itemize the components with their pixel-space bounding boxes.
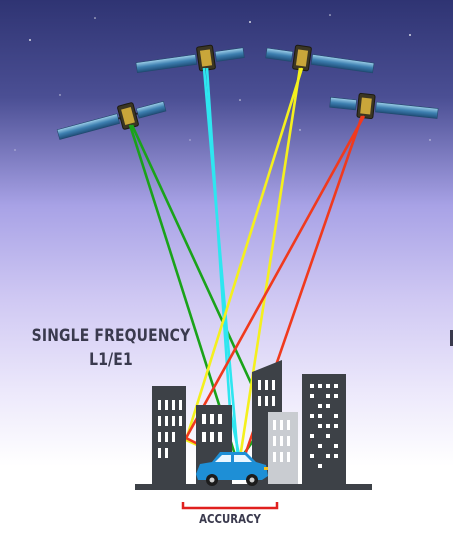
satellite-2 — [135, 44, 245, 74]
solar-panel — [310, 54, 375, 74]
satellite-4 — [329, 92, 439, 120]
city-skyline — [135, 360, 372, 490]
green-signal — [128, 124, 238, 459]
building — [302, 374, 346, 486]
accuracy-bracket — [181, 502, 279, 510]
solar-panel — [329, 96, 357, 111]
accuracy-label: ACCURACY — [199, 512, 261, 526]
ground — [135, 484, 372, 490]
stars — [14, 14, 431, 151]
cropped-text-edge — [450, 330, 453, 346]
solar-panel — [135, 54, 198, 74]
solar-panel — [375, 101, 439, 119]
frequency-band: L1/E1 — [89, 350, 133, 370]
car — [196, 452, 268, 486]
yellow-signal — [238, 67, 302, 459]
frequency-title: SINGLE FREQUENCY — [31, 326, 191, 346]
satellite-3 — [265, 44, 375, 74]
solar-panel — [265, 47, 294, 62]
solar-panel — [214, 47, 245, 62]
